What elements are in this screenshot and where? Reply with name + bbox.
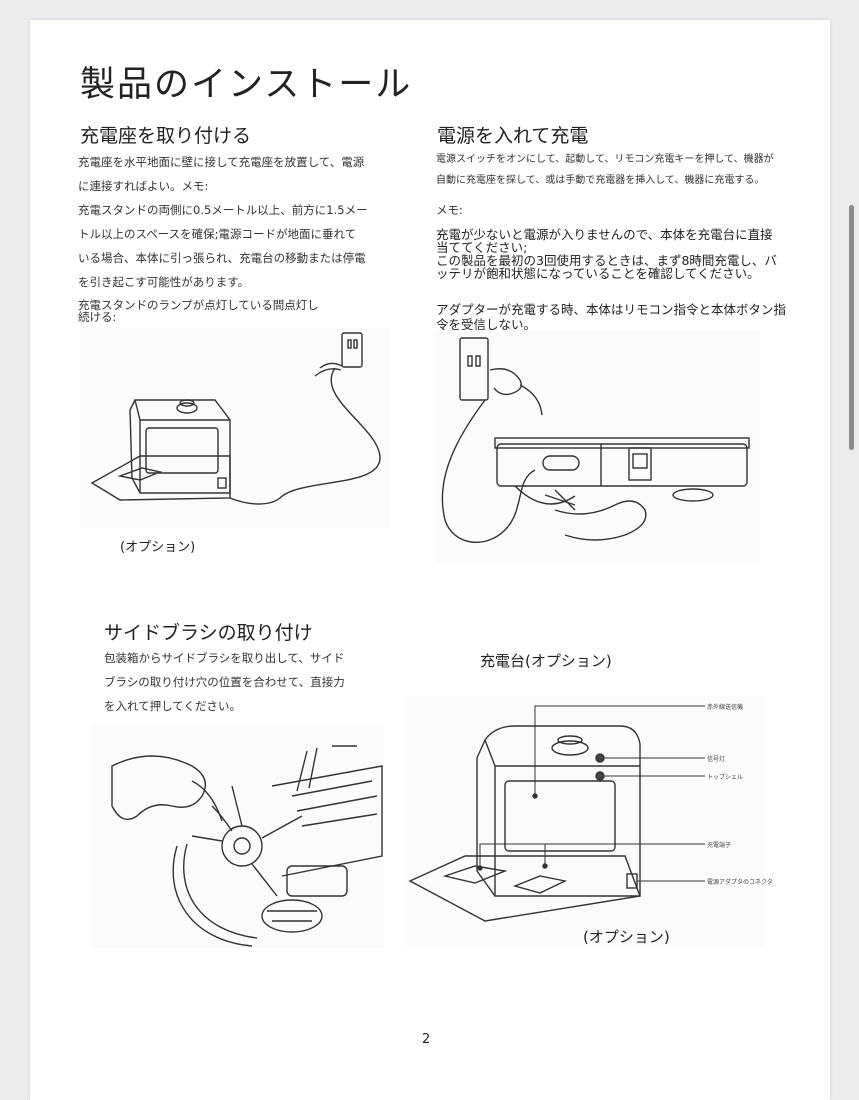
callout-signal-light: 信号灯 (707, 756, 726, 763)
lamp-note: 充電スタンドのランプが点灯している間点灯し 続ける: (78, 299, 398, 323)
text-line: を入れて押してください。 (104, 699, 241, 713)
text-line: ブラシの取り付け穴の位置を合わせて、直接力 (104, 675, 345, 689)
text-line: 充電が少ないと電源が入りませんので、本体を充電台に直接 (436, 227, 773, 242)
text-line: この製品を最初の3回使用するときは、まず8時間充電し、バ (436, 253, 777, 268)
power-on-instructions: 電源スイッチをオンにして、起動して、リモコン充電キーを押して、機器が 自動に充電… (436, 149, 816, 191)
callout-top-shell: トップシェル (707, 774, 744, 781)
text-line: 包装箱からサイドブラシを取り出して、サイド (104, 651, 345, 665)
charging-base-instructions: 充電座を水平地面に壁に接して充電座を放置して、電源 に連接すればよい。メモ: 充… (78, 150, 408, 294)
side-brush-illustration (92, 726, 384, 948)
text-line: トル以上のスペースを確保;電源コードが地面に垂れて (78, 227, 357, 241)
caption-dock: (オプション) (583, 928, 670, 946)
text-line: 当ててください; (436, 240, 528, 255)
text-line: 電源スイッチをオンにして、起動して、リモコン充電キーを押して、機器が (436, 154, 774, 165)
side-brush-instructions: 包装箱からサイドブラシを取り出して、サイド ブラシの取り付け穴の位置を合わせて、… (104, 646, 404, 718)
page-title: 製品のインストール (80, 65, 413, 105)
text-line: 充電スタンドのランプが点灯している間点灯し (78, 298, 319, 312)
robot-charging-illustration (435, 330, 760, 562)
text-line: に連接すればよい。メモ: (78, 179, 209, 193)
document-page: 製品のインストール 充電座を取り付ける 充電座を水平地面に壁に接して充電座を放置… (30, 20, 830, 1100)
text-line: 自動に充電座を探して、或は手動で充電器を挿入して、機器に充電する。 (436, 175, 765, 186)
callout-adapter-connector: 電源アダプタのコネクタ (707, 879, 773, 886)
adapter-note: アダプターが充電する時、本体はリモコン指令と本体ボタン指 令を受信しない。 (436, 302, 811, 332)
section-title-side-brush: サイドブラシの取り付け (104, 622, 313, 644)
text-line: ッテリが飽和状態になっていることを確認してください。 (436, 266, 760, 281)
text-line: いる場合、本体に引っ張られ、充電台の移動または停電 (78, 251, 366, 265)
memo-label: メモ: (436, 203, 463, 217)
section-title-charging-base: 充電座を取り付ける (80, 125, 252, 147)
dock-diagram: 赤外線送信機 信号灯 トップシェル 充電端子 電源アダプタのコネクタ (405, 696, 773, 946)
memo-notes: 充電が少ないと電源が入りませんので、本体を充電台に直接 当ててください; この製… (436, 228, 811, 280)
section-title-power-on: 電源を入れて充電 (437, 125, 589, 147)
text-line: アダプターが充電する時、本体はリモコン指令と本体ボタン指 (436, 302, 787, 317)
text-line: を引き起こす可能性があります。 (78, 275, 250, 289)
scrollbar-thumb[interactable] (849, 205, 854, 450)
text-line: 続ける: (78, 310, 117, 324)
callout-charging-terminal: 充電端子 (707, 842, 732, 849)
caption-charging-base: (オプション) (120, 540, 196, 555)
callout-ir-transmitter: 赤外線送信機 (707, 704, 744, 711)
section-title-dock: 充電台(オプション) (480, 652, 612, 670)
text-line: 充電スタンドの両側に0.5メートル以上、前方に1.5メー (78, 203, 368, 217)
page-number: 2 (422, 1032, 431, 1047)
text-line: 充電座を水平地面に壁に接して充電座を放置して、電源 (78, 155, 365, 169)
text-line: 令を受信しない。 (436, 317, 537, 332)
charging-base-illustration (80, 328, 390, 528)
